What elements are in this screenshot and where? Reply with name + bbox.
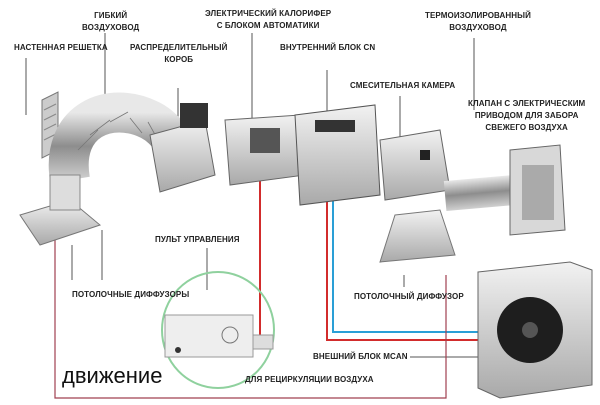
mixing-chamber bbox=[379, 129, 451, 201]
ceiling-diffuser-right bbox=[379, 209, 456, 263]
label-ceiling-diffuser: ПОТОЛОЧНЫЙ ДИФФУЗОР bbox=[354, 292, 464, 301]
label-outdoor-unit: ВНЕШНИЙ БЛОК MCAN bbox=[313, 352, 408, 361]
label-ceiling-diffusers: ПОТОЛОЧНЫЕ ДИФФУЗОРЫ bbox=[72, 290, 190, 299]
control-panel bbox=[161, 271, 275, 389]
insulated-duct bbox=[443, 175, 517, 211]
return-line bbox=[54, 230, 447, 399]
label-indoor-unit: ВНУТРЕННИЙ БЛОК CN bbox=[280, 43, 376, 52]
blue-pipe bbox=[332, 200, 478, 333]
label-control-panel: ПУЛЬТ УПРАВЛЕНИЯ bbox=[155, 235, 240, 244]
outdoor-unit bbox=[477, 261, 593, 399]
caption: движение bbox=[62, 363, 163, 388]
red-pipe-2 bbox=[326, 200, 478, 341]
leader-lines bbox=[25, 33, 478, 358]
label-recirculation: ДЛЯ РЕЦИРКУЛЯЦИИ ВОЗДУХА bbox=[245, 375, 374, 384]
label-mixing-chamber: СМЕСИТЕЛЬНАЯ КАМЕРА bbox=[350, 81, 456, 90]
label-wall-grille: НАСТЕННАЯ РЕШЕТКА bbox=[14, 43, 108, 52]
